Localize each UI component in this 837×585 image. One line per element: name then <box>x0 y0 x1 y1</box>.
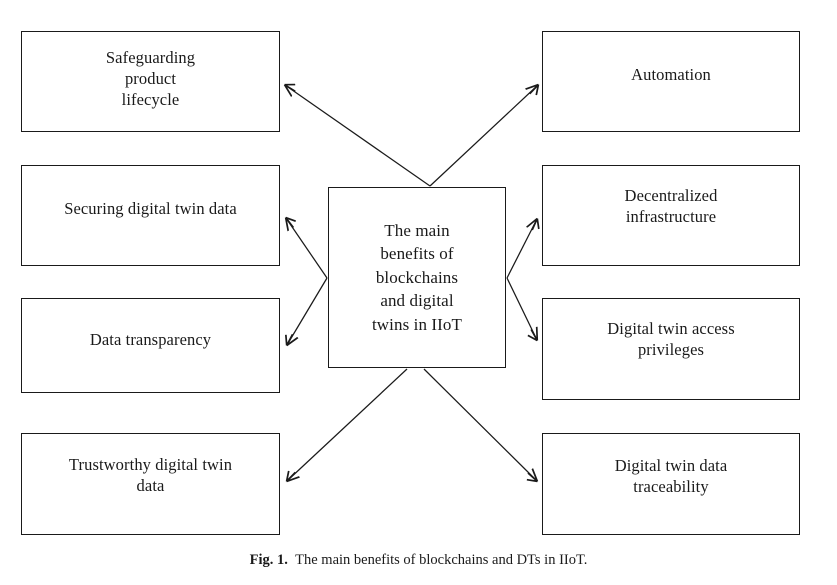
node-label: Data transparency <box>89 330 212 349</box>
arrow-center-to-automation <box>429 85 538 187</box>
node-safeguarding-product-lifecycle[interactable]: Safeguarding product lifecycle <box>21 31 280 132</box>
node-label: Digital twin data traceability <box>614 456 728 497</box>
node-digital-twin-access-privileges[interactable]: Digital twin access privileges <box>542 298 800 400</box>
node-label: Trustworthy digital twin data <box>68 455 233 496</box>
node-data-transparency[interactable]: Data transparency <box>21 298 280 393</box>
arrow-center-to-transparency <box>287 277 328 345</box>
arrow-center-to-securing <box>286 218 328 279</box>
arrow-center-to-decentralized <box>506 219 537 279</box>
node-securing-digital-twin-data[interactable]: Securing digital twin data <box>21 165 280 266</box>
arrow-center-to-trustworthy <box>287 368 408 481</box>
arrow-center-to-safeguarding <box>285 85 431 187</box>
node-digital-twin-data-traceability[interactable]: Digital twin data traceability <box>542 433 800 535</box>
node-trustworthy-digital-twin-data[interactable]: Trustworthy digital twin data <box>21 433 280 535</box>
figure-caption-text: The main benefits of blockchains and DTs… <box>295 552 588 568</box>
node-label: Automation <box>631 65 711 84</box>
node-automation[interactable]: Automation <box>542 31 800 132</box>
node-label: Securing digital twin data <box>64 199 237 218</box>
node-center-main-benefits[interactable]: The main benefits of blockchains and dig… <box>328 187 506 368</box>
arrow-center-to-traceability <box>423 368 537 481</box>
node-label: Digital twin access privileges <box>607 319 735 360</box>
figure-caption-tag: Fig. 1. <box>249 552 288 568</box>
node-label: Safeguarding product lifecycle <box>105 48 196 110</box>
figure-caption: Fig. 1. The main benefits of blockchains… <box>0 552 837 569</box>
node-decentralized-infrastructure[interactable]: Decentralized infrastructure <box>542 165 800 266</box>
node-label: The main benefits of blockchains and dig… <box>371 220 463 334</box>
arrow-center-to-access <box>506 277 537 340</box>
node-label: Decentralized infrastructure <box>624 186 718 227</box>
